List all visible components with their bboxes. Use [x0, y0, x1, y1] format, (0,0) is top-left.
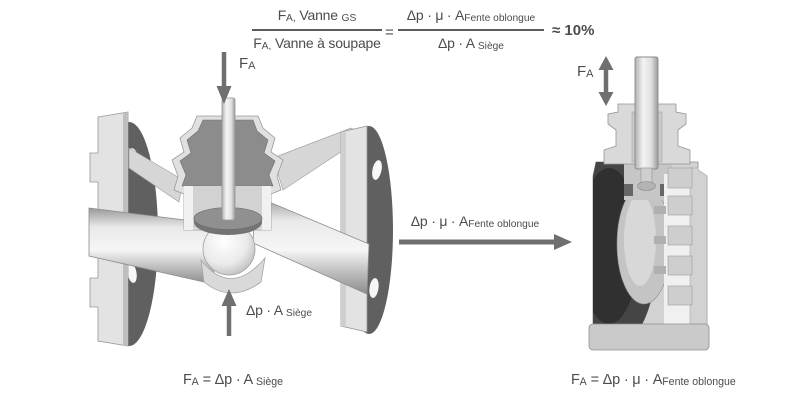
- valve-stem: [221, 97, 236, 221]
- globe-valve-formula: FA = Δp · A Siège: [183, 372, 284, 389]
- seat-force-label: Δp · A Siège: [246, 302, 313, 320]
- approx-value: ≈ 10%: [552, 22, 595, 39]
- down-arrow-icon: [216, 52, 232, 104]
- up-arrow-icon: [221, 289, 237, 336]
- oblong-slot: [667, 195, 693, 216]
- double-arrow-icon: [598, 56, 614, 106]
- valve-stem: [634, 56, 659, 170]
- flow-arrow-label: Δp · μ · AFente oblongue: [410, 213, 540, 231]
- right-fraction: Δp · μ · AFente oblongue Δp · A Siège: [398, 6, 544, 55]
- valve-base: [588, 323, 710, 351]
- fraction-bar: [398, 29, 544, 31]
- equals-sign: =: [385, 24, 394, 41]
- fa-label-right: FA: [577, 63, 594, 81]
- gs-valve-figure: [588, 56, 710, 351]
- flow-arrow-icon: [399, 234, 572, 250]
- right-fraction-denominator: Δp · A Siège: [437, 34, 504, 52]
- left-fraction-numerator: FA, Vanne GS: [277, 7, 357, 25]
- left-fraction-denominator: FA, Vanne à soupape: [253, 34, 381, 52]
- left-fraction: FA, Vanne GS FA, Vanne à soupape: [252, 6, 382, 55]
- right-fraction-numerator: Δp · μ · AFente oblongue: [406, 7, 536, 25]
- gs-valve-formula: FA = Δp · μ · AFente oblongue: [571, 372, 736, 389]
- fa-label-left: FA: [239, 55, 256, 73]
- globe-valve-figure: [88, 97, 393, 347]
- fraction-bar: [252, 29, 382, 31]
